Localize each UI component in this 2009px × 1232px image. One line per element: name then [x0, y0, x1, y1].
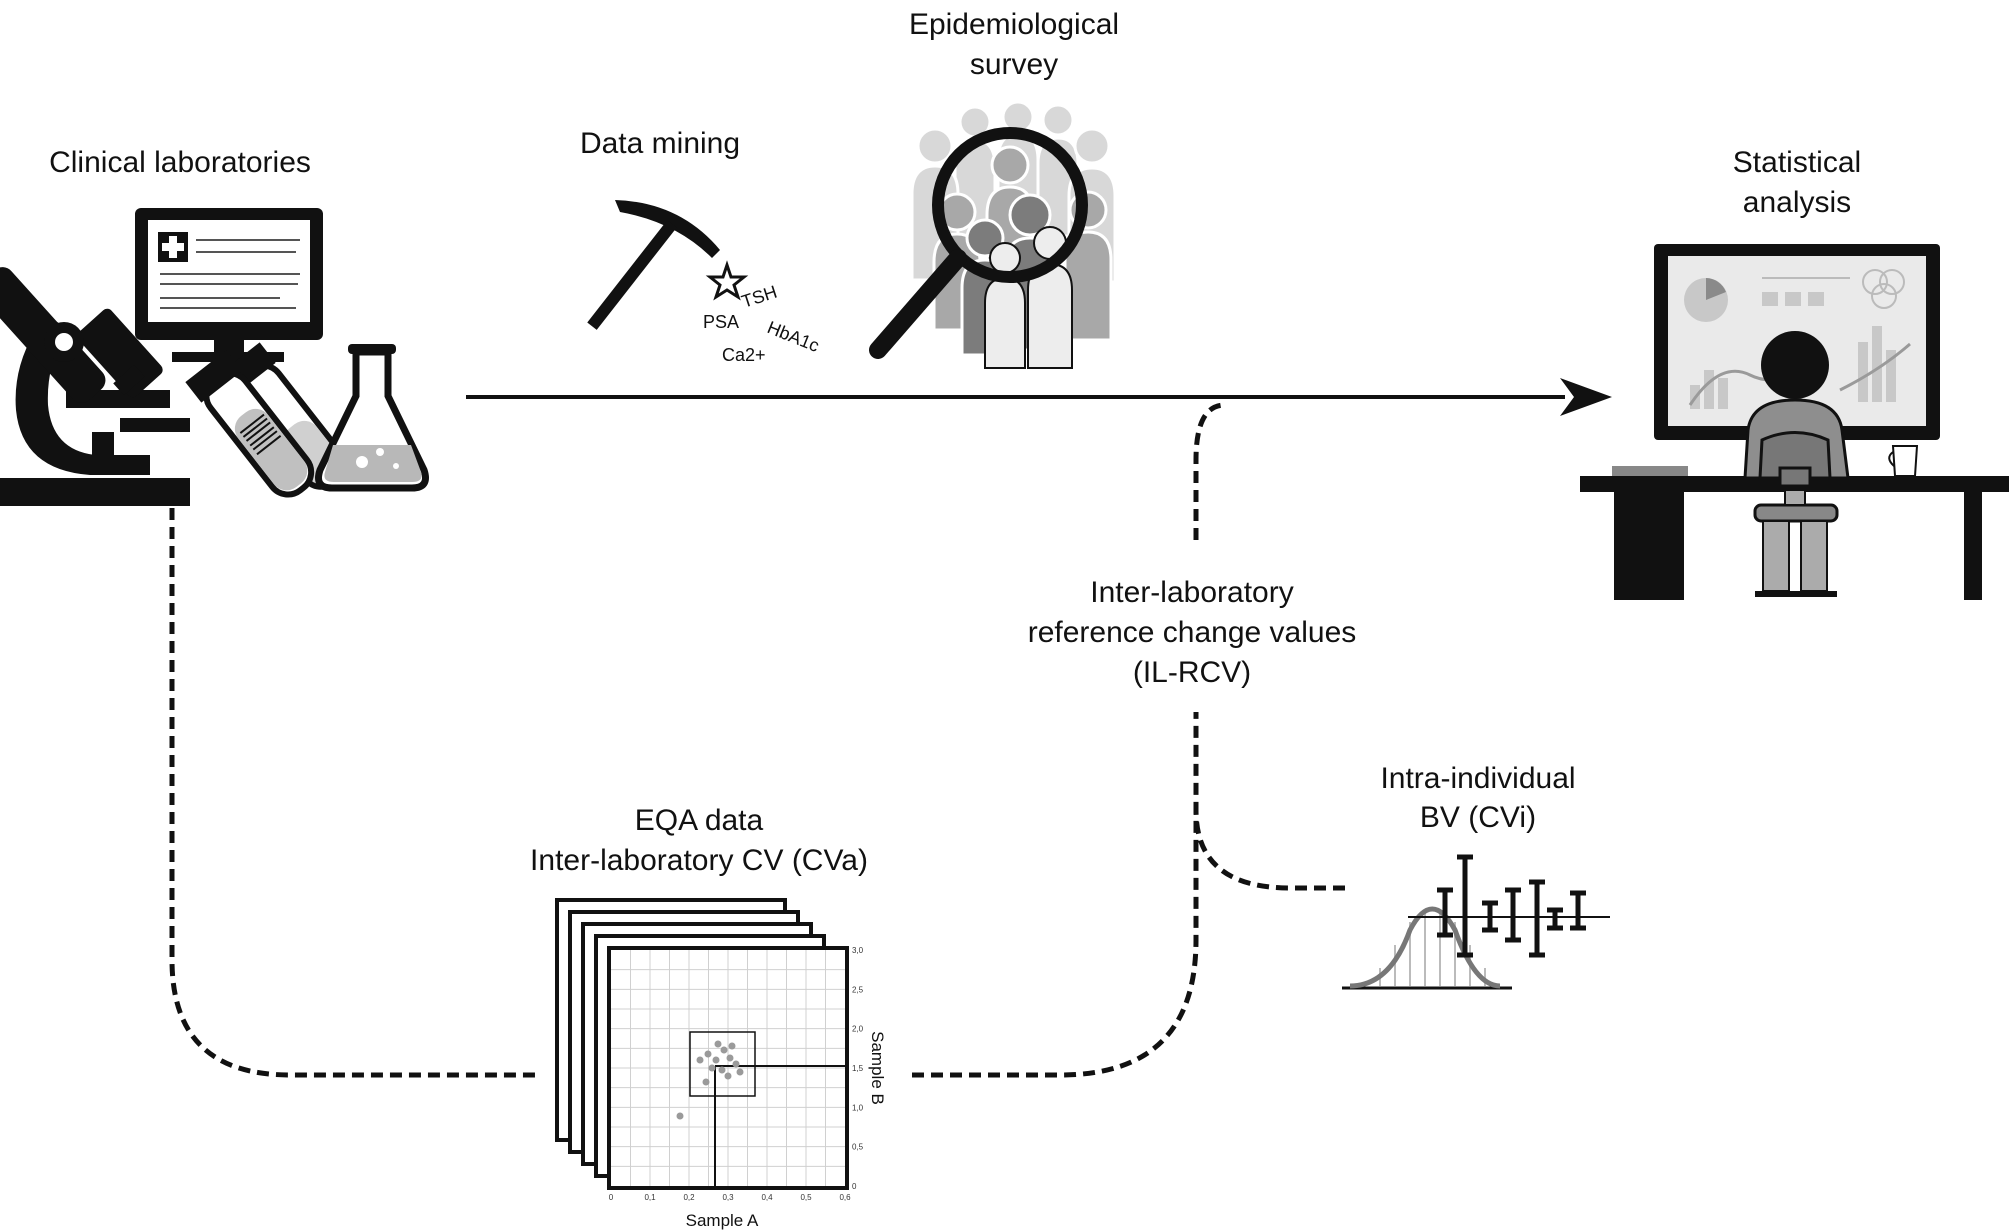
desk-left-cabinet — [1614, 490, 1684, 600]
x-tick-label: 0,2 — [683, 1193, 695, 1202]
scatter-point — [704, 1050, 712, 1058]
magnifier-handle — [869, 249, 967, 359]
scatter-point — [726, 1054, 734, 1062]
main-arrow-head — [1560, 378, 1612, 416]
scatter-point — [724, 1072, 732, 1080]
scatter-grid — [611, 950, 845, 1186]
y-tick-label: 2,0 — [852, 1025, 864, 1034]
epidemiological-label-line1: Epidemiological — [909, 8, 1119, 41]
dashed-cvi-to-ilrcv — [1193, 809, 1345, 891]
y-tick-label: 3,0 — [852, 946, 864, 955]
x-tick-label: 0,1 — [644, 1193, 656, 1202]
x-tick-label: 0,6 — [839, 1193, 851, 1202]
mug-icon — [1888, 445, 1919, 477]
clinical-lab-icon — [0, 208, 429, 506]
scatter-point — [696, 1056, 704, 1064]
ilrcv-label-line2: reference change values — [1028, 616, 1357, 649]
person-head — [1761, 331, 1829, 399]
y-tick-label: 0 — [852, 1182, 857, 1191]
dashed-ilrcv-to-arrow — [1193, 402, 1226, 540]
x-tick-labels: 0 0,1 0,2 0,3 0,4 0,5 0,6 — [609, 1193, 851, 1202]
scatter-point — [702, 1078, 710, 1086]
scatter-y-label: Sample B — [868, 1031, 887, 1105]
scatter-point — [676, 1112, 684, 1120]
data-mining-label: Data mining — [580, 127, 740, 160]
microscope-icon — [0, 267, 190, 506]
eqa-label-line1: EQA data — [635, 804, 764, 837]
x-tick-label: 0 — [609, 1193, 614, 1202]
statistical-label-line1: Statistical — [1733, 146, 1861, 179]
scatter-point — [718, 1066, 726, 1074]
y-tick-label: 0,5 — [852, 1143, 864, 1152]
x-tick-label: 0,4 — [761, 1193, 773, 1202]
gaussian-curve — [1349, 906, 1501, 989]
statistical-label-line2: analysis — [1743, 186, 1851, 219]
analyte-hba1c: HbA1c — [765, 317, 823, 356]
magnifier-lens — [932, 127, 1088, 283]
chair-back — [1758, 431, 1832, 480]
y-tick-label: 1,0 — [852, 1103, 864, 1112]
ilrcv-label-line3: (IL-RCV) — [1133, 656, 1251, 689]
analyte-ca2: Ca2+ — [722, 345, 766, 365]
intra-label-line1: Intra-individual — [1380, 762, 1575, 795]
dashed-eqa-to-ilrcv — [912, 712, 1199, 1078]
y-tick-labels: 0 0,5 1,0 1,5 2,0 2,5 3,0 — [852, 946, 864, 1191]
workstation-icon — [1580, 244, 2009, 600]
epidemiological-label-line2: survey — [970, 48, 1058, 81]
desk-right-leg — [1964, 490, 1982, 600]
scatter-point — [708, 1064, 716, 1072]
pickaxe-icon — [587, 200, 749, 330]
scatter-point — [736, 1068, 744, 1076]
scatter-point — [728, 1042, 736, 1050]
scatter-point — [712, 1056, 720, 1064]
scatter-points — [676, 1040, 744, 1120]
error-bars — [1437, 854, 1586, 958]
intra-individual-icon — [1342, 854, 1610, 990]
scatter-point — [732, 1060, 740, 1068]
x-tick-label: 0,5 — [800, 1193, 812, 1202]
scatter-point — [720, 1046, 728, 1054]
crowd-icon — [869, 100, 1117, 369]
keyboard — [1612, 466, 1688, 476]
scatter-x-label: Sample A — [686, 1211, 759, 1230]
star-icon — [705, 260, 749, 301]
y-tick-label: 1,5 — [852, 1064, 864, 1073]
connectors — [169, 378, 1612, 1078]
eqa-label-line2: Inter-laboratory CV (CVa) — [530, 844, 868, 877]
scatter-point — [714, 1040, 722, 1048]
dashed-lab-to-eqa — [169, 508, 535, 1078]
x-tick-label: 0,3 — [722, 1193, 734, 1202]
analyte-tsh: TSH — [739, 282, 779, 312]
screen-text-lines — [160, 239, 300, 309]
intra-label-line2: BV (CVi) — [1420, 801, 1536, 834]
analyte-psa: PSA — [703, 312, 739, 332]
y-tick-label: 2,5 — [852, 985, 864, 994]
clinical-lab-label: Clinical laboratories — [49, 146, 311, 179]
flask-icon — [315, 344, 429, 492]
ilrcv-label-line1: Inter-laboratory — [1090, 576, 1293, 609]
scatter-focus-box — [689, 1031, 756, 1097]
